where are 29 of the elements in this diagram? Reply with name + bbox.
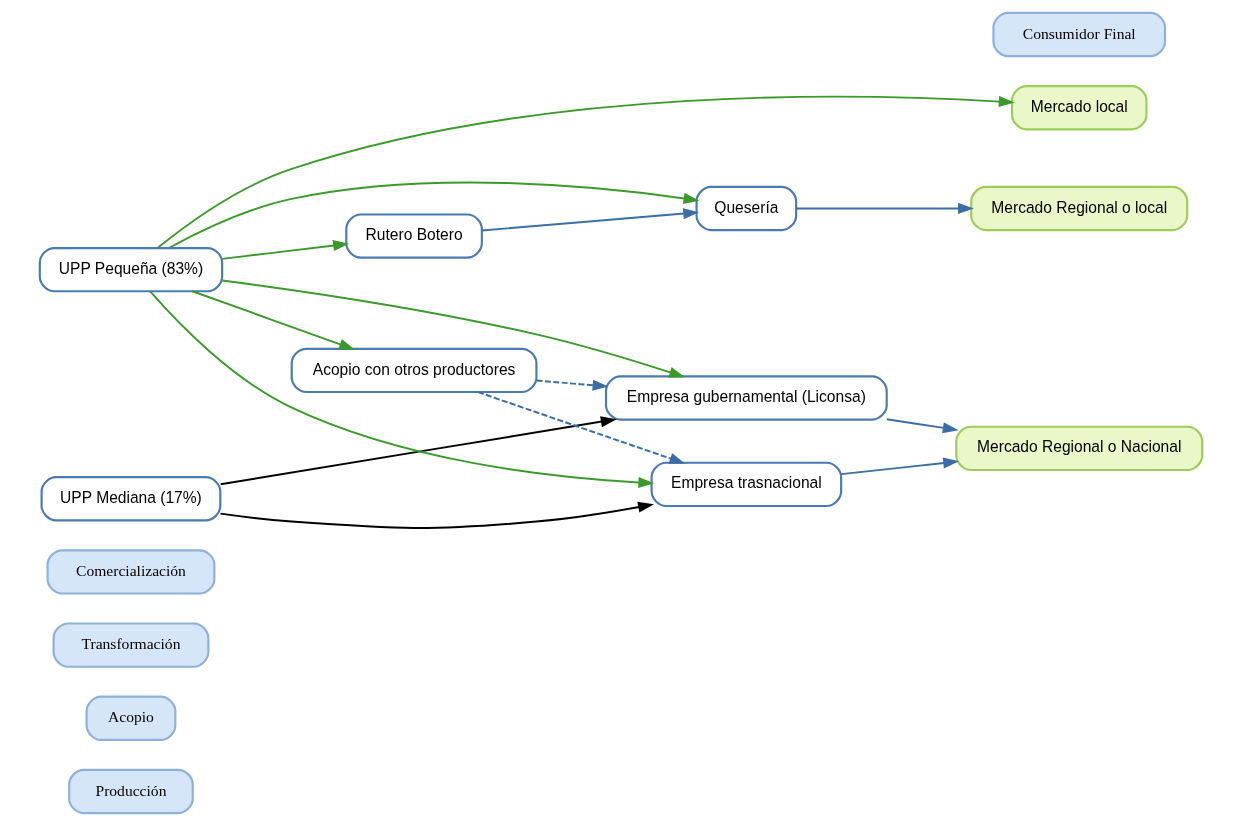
node-box: Comercialización	[46, 549, 215, 595]
arrow	[220, 240, 349, 260]
node-box: Acopio	[85, 695, 176, 741]
arrow	[167, 181, 699, 249]
arrow	[535, 379, 608, 391]
node-box: Consumidor Final	[991, 11, 1166, 58]
arrow	[148, 290, 654, 488]
arrow	[156, 95, 1015, 249]
node-box: Empresa trasnacional	[650, 461, 842, 508]
arrow	[219, 501, 654, 529]
node-box: Empresa gubernamental (Liconsa)	[604, 375, 888, 421]
node-box: Mercado local	[1010, 85, 1147, 131]
arrow	[794, 202, 974, 215]
node-box: UPP Pequeña (83%)	[38, 247, 223, 293]
node-box: Mercado Regional o local	[969, 185, 1188, 232]
arrow	[839, 457, 959, 476]
node-box: Quesería	[695, 185, 797, 232]
node-box: Acopio con otros productores	[290, 347, 537, 394]
arrow	[220, 279, 685, 378]
arrow	[219, 416, 617, 486]
node-box: UPP Mediana (17%)	[40, 476, 221, 522]
node-box: Transformación	[52, 622, 209, 668]
arrow	[885, 418, 959, 434]
node-box: Producción	[67, 768, 194, 815]
arrow	[480, 208, 699, 232]
arrow	[476, 391, 685, 464]
node-box: Mercado Regional o Nacional	[954, 425, 1203, 472]
arrow	[190, 290, 355, 350]
node-box: Rutero Botero	[344, 213, 483, 259]
